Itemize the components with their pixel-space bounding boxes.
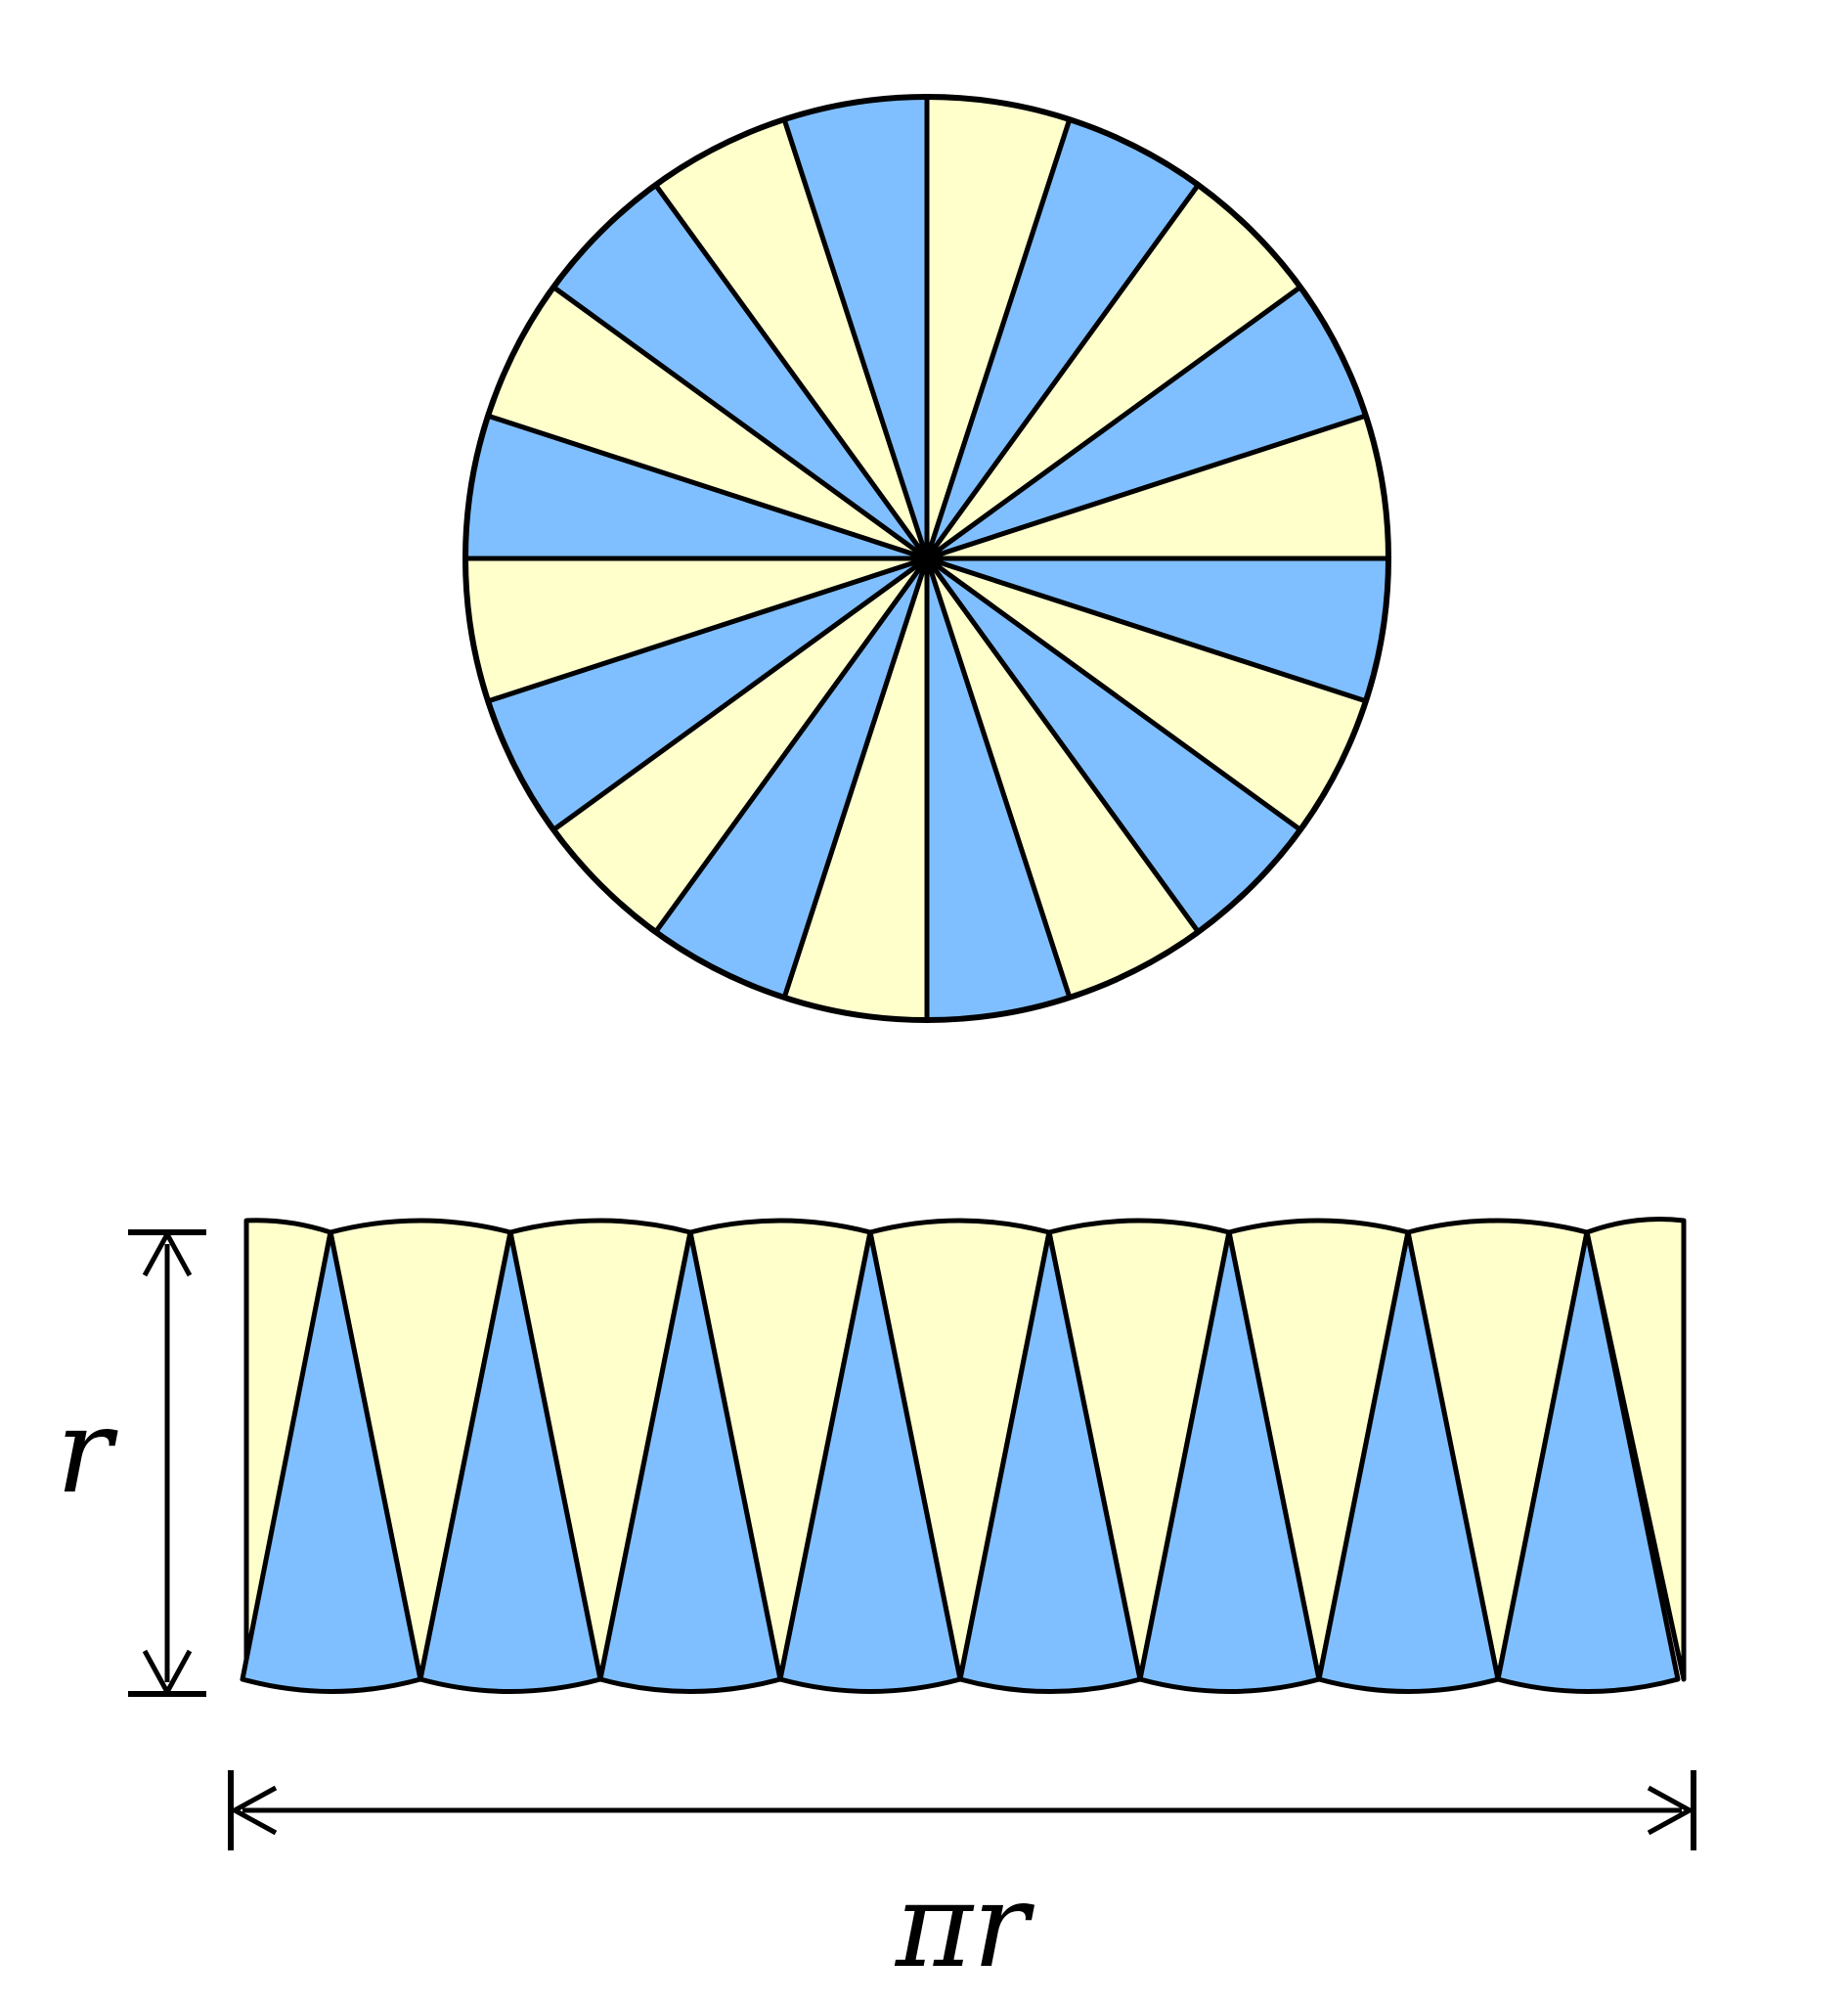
width-arrowhead-left — [229, 1785, 278, 1836]
strip-sector-top — [507, 1218, 693, 1682]
circle-center — [918, 550, 936, 567]
width-arrowhead-right — [1647, 1785, 1695, 1836]
strip-sector-top — [1046, 1218, 1232, 1682]
sectored-circle — [462, 94, 1391, 1023]
circle-outline — [462, 94, 1391, 1023]
strip-sector-top — [1584, 1217, 1687, 1682]
strip-sector-bottom — [957, 1229, 1143, 1694]
strip-sector-bottom — [1137, 1229, 1322, 1694]
strip-sector-top — [328, 1218, 513, 1682]
rearranged-strip — [240, 1217, 1687, 1694]
height-label: r — [56, 1384, 118, 1520]
strip-sector-bottom — [240, 1229, 423, 1694]
width-dimension: πr — [228, 1770, 1696, 1994]
strip-sector-bottom — [1495, 1229, 1681, 1694]
width-label: πr — [894, 1858, 1035, 1994]
strip-sector-top — [1226, 1218, 1411, 1682]
strip-sector-bottom — [1316, 1229, 1501, 1694]
strip-sector-bottom — [597, 1229, 783, 1694]
height-dimension: r — [56, 1228, 206, 1698]
strip-sector-bottom — [418, 1229, 603, 1694]
height-arrowhead-up — [142, 1228, 193, 1277]
strip-sector-top — [687, 1218, 873, 1682]
strip-sector-top — [867, 1218, 1052, 1682]
strip-sector-bottom — [777, 1229, 963, 1694]
height-arrowhead-down — [142, 1649, 193, 1698]
strip-sector-top — [1405, 1218, 1590, 1682]
